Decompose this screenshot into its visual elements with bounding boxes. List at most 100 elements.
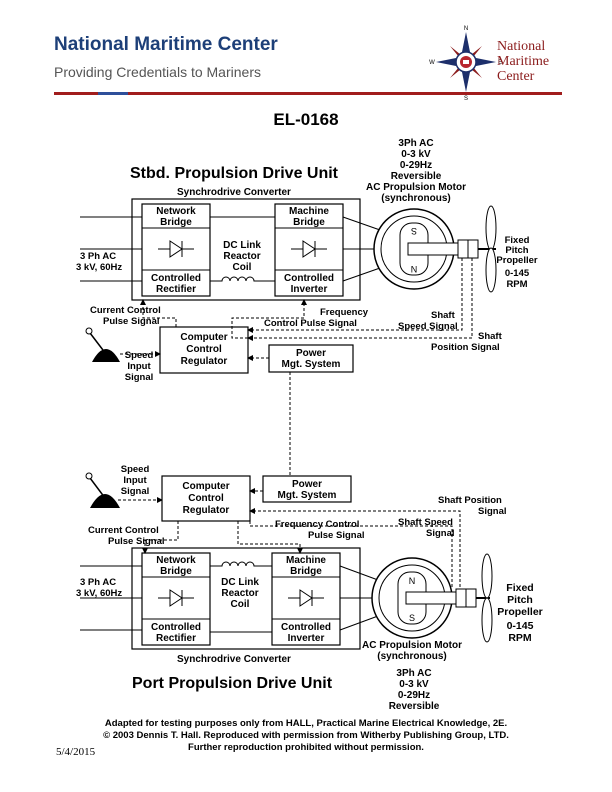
- port-motor-label: AC Propulsion Motor (synchronous): [362, 640, 462, 662]
- stbd-title: Stbd. Propulsion Drive Unit: [130, 165, 339, 182]
- svg-text:Controlled: Controlled: [284, 273, 334, 284]
- svg-text:Coil: Coil: [233, 262, 252, 273]
- port-network-bridge: Network Bridge Controlled Rectifier: [141, 552, 211, 646]
- port-speed-lever-icon: [85, 472, 120, 508]
- tagline: Providing Credentials to Mariners: [54, 64, 261, 80]
- svg-text:Reactor: Reactor: [223, 251, 260, 262]
- svg-text:Propeller: Propeller: [497, 606, 543, 618]
- svg-text:Rectifier: Rectifier: [156, 284, 196, 295]
- stbd-drive-unit: Stbd. Propulsion Drive Unit Synchrodrive…: [76, 138, 538, 383]
- svg-text:Rectifier: Rectifier: [156, 633, 196, 644]
- stbd-propulsion-motor-icon: S N: [373, 208, 496, 290]
- svg-text:Shaft Position: Shaft Position: [438, 495, 502, 506]
- svg-text:Shaft: Shaft: [431, 310, 456, 321]
- svg-text:Propeller: Propeller: [496, 255, 537, 266]
- svg-text:AC Propulsion Motor: AC Propulsion Motor: [366, 182, 466, 193]
- svg-text:AC Propulsion Motor: AC Propulsion Motor: [362, 640, 462, 651]
- svg-text:N: N: [409, 576, 416, 586]
- attribution-footer: Adapted for testing purposes only from H…: [103, 718, 509, 753]
- svg-text:Controlled: Controlled: [151, 273, 201, 284]
- stbd-machine-bridge: Machine Bridge Controlled Inverter: [274, 203, 344, 297]
- svg-text:3Ph AC: 3Ph AC: [396, 668, 431, 679]
- svg-text:Mgt. System: Mgt. System: [278, 490, 337, 501]
- svg-text:3 Ph AC: 3 Ph AC: [80, 251, 116, 262]
- svg-text:Mgt. System: Mgt. System: [282, 359, 341, 370]
- svg-text:Bridge: Bridge: [160, 217, 192, 228]
- port-power-mgt-system: Power Mgt. System: [262, 475, 352, 503]
- port-machine-bridge: Machine Bridge Controlled Inverter: [271, 552, 341, 646]
- port-title: Port Propulsion Drive Unit: [132, 675, 333, 692]
- svg-text:Fixed: Fixed: [505, 235, 530, 246]
- svg-text:Inverter: Inverter: [291, 284, 328, 295]
- port-control-regulator: Computer Control Regulator: [161, 475, 251, 522]
- svg-text:Signal: Signal: [121, 486, 150, 497]
- logo-wordmark: National Maritime Center: [497, 39, 550, 84]
- svg-text:Current Control: Current Control: [88, 525, 159, 536]
- svg-text:Pulse Signal: Pulse Signal: [108, 536, 165, 547]
- port-dc-link: DC Link Reactor Coil: [221, 577, 259, 610]
- svg-text:DC Link: DC Link: [223, 240, 261, 251]
- svg-text:Coil: Coil: [231, 599, 250, 610]
- svg-text:Computer: Computer: [180, 332, 227, 343]
- header-rule-accent: [98, 92, 128, 95]
- svg-text:Signal: Signal: [478, 506, 507, 517]
- org-name: National Maritime Center: [54, 34, 278, 55]
- svg-text:Frequency Control: Frequency Control: [275, 519, 359, 530]
- port-propeller-label: Fixed Pitch Propeller 0-145 RPM: [497, 582, 543, 644]
- svg-text:3 kV, 60Hz: 3 kV, 60Hz: [76, 262, 122, 273]
- svg-text:Power: Power: [296, 348, 326, 359]
- svg-text:Controlled: Controlled: [151, 622, 201, 633]
- svg-text:Bridge: Bridge: [160, 566, 192, 577]
- svg-text:(synchronous): (synchronous): [377, 651, 446, 662]
- svg-text:Input: Input: [127, 361, 151, 372]
- svg-text:Reversible: Reversible: [389, 701, 440, 712]
- svg-text:Machine: Machine: [289, 206, 329, 217]
- svg-text:Controlled: Controlled: [281, 622, 331, 633]
- stbd-network-bridge: Network Bridge Controlled Rectifier: [141, 203, 211, 297]
- stbd-speed-lever-icon: [85, 327, 120, 362]
- svg-text:Pulse Signal: Pulse Signal: [103, 316, 160, 327]
- header-rule: [54, 92, 562, 95]
- svg-text:Signal: Signal: [125, 372, 154, 383]
- svg-text:Speed: Speed: [121, 464, 150, 475]
- svg-text:Position Signal: Position Signal: [431, 342, 500, 353]
- svg-text:Shaft Speed: Shaft Speed: [398, 517, 453, 528]
- svg-text:Control: Control: [188, 493, 224, 504]
- svg-text:0-3 kV: 0-3 kV: [401, 149, 431, 160]
- svg-text:Speed Signal: Speed Signal: [398, 321, 458, 332]
- svg-text:RPM: RPM: [508, 632, 532, 644]
- svg-text:0-29Hz: 0-29Hz: [398, 690, 430, 701]
- svg-text:0-3 kV: 0-3 kV: [399, 679, 429, 690]
- stbd-dc-link: DC Link Reactor Coil: [223, 240, 261, 273]
- svg-text:S: S: [411, 226, 417, 236]
- svg-text:3 kV, 60Hz: 3 kV, 60Hz: [76, 588, 122, 599]
- svg-text:0-29Hz: 0-29Hz: [400, 160, 432, 171]
- svg-text:Network: Network: [156, 555, 196, 566]
- svg-text:Bridge: Bridge: [290, 566, 322, 577]
- svg-text:Power: Power: [292, 479, 322, 490]
- svg-text:Network: Network: [156, 206, 196, 217]
- svg-text:Reactor: Reactor: [221, 588, 258, 599]
- svg-text:N: N: [411, 264, 418, 274]
- svg-text:3Ph AC: 3Ph AC: [398, 138, 433, 149]
- stbd-control-regulator: Computer Control Regulator: [159, 326, 249, 374]
- stbd-power-mgt-system: Power Mgt. System: [268, 344, 354, 373]
- svg-text:Machine: Machine: [286, 555, 326, 566]
- svg-text:Frequency: Frequency: [320, 307, 369, 318]
- document-code: EL-0168: [273, 110, 339, 129]
- stbd-converter-label: Synchrodrive Converter: [177, 187, 291, 198]
- port-propeller-icon: [481, 553, 493, 643]
- port-propulsion-motor-icon: N S: [371, 557, 490, 639]
- svg-text:S: S: [409, 613, 415, 623]
- svg-text:Pitch: Pitch: [507, 594, 533, 606]
- stbd-motor-specs: 3Ph AC 0-3 kV 0-29Hz Reversible AC Propu…: [366, 138, 466, 204]
- svg-text:Current Control: Current Control: [90, 305, 161, 316]
- svg-text:Inverter: Inverter: [288, 633, 325, 644]
- svg-text:Regulator: Regulator: [183, 505, 230, 516]
- svg-text:Control: Control: [186, 344, 222, 355]
- svg-text:0-145: 0-145: [507, 620, 534, 632]
- svg-text:0-145: 0-145: [505, 268, 530, 279]
- svg-text:Input: Input: [123, 475, 147, 486]
- svg-text:Bridge: Bridge: [293, 217, 325, 228]
- svg-text:Regulator: Regulator: [181, 356, 228, 367]
